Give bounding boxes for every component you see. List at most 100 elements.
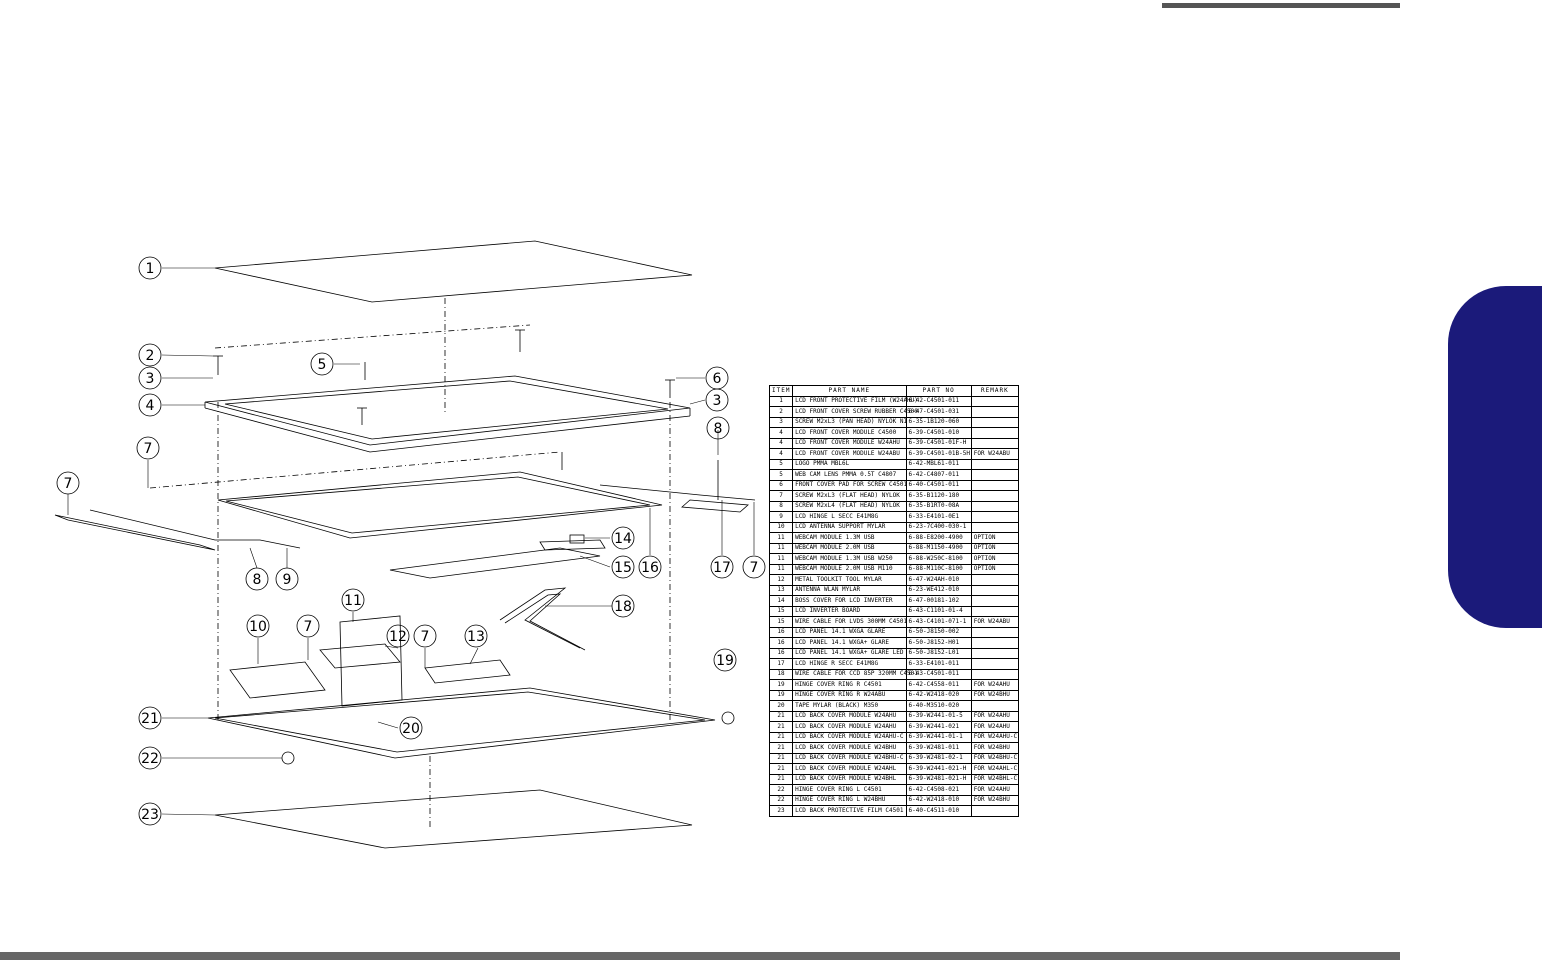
cell-part-no: 6-39-C4501-01F-H xyxy=(905,437,972,449)
table-header-row: ITEM PART NAME PART NO REMARK xyxy=(768,385,1020,397)
cell-part-no: 6-50-J8152-L01 xyxy=(905,647,972,659)
cell-remark xyxy=(970,805,1020,817)
cell-item: 7 xyxy=(768,490,794,502)
cell-item: 4 xyxy=(768,448,794,460)
callout-2: 2 xyxy=(146,348,155,364)
cell-remark xyxy=(970,479,1020,491)
cell-remark xyxy=(970,406,1020,418)
cell-part-name: LCD BACK COVER MODULE W24AHL xyxy=(792,763,907,775)
cell-remark: FOR W24AHU-C xyxy=(970,731,1020,743)
cell-remark xyxy=(970,574,1020,586)
cell-part-name: LCD INVERTER BOARD xyxy=(792,605,907,617)
cell-part-no: 6-33-E4101-011 xyxy=(905,658,972,670)
cell-remark: FOR W24AHU xyxy=(970,679,1020,691)
cell-part-no: 6-39-W2481-021-H xyxy=(905,773,972,785)
cell-part-no: 6-39-W2441-021-H xyxy=(905,763,972,775)
callout-7-lower: 7 xyxy=(304,619,313,635)
callout-7-right: 7 xyxy=(750,560,759,576)
cell-remark: OPTION xyxy=(970,553,1020,565)
cell-item: 22 xyxy=(768,794,794,806)
cell-part-name: LCD HINGE L SECC E41M8G xyxy=(792,511,907,523)
cell-remark xyxy=(970,458,1020,470)
callout-7-top: 7 xyxy=(144,441,153,457)
cell-item: 11 xyxy=(768,532,794,544)
cell-part-no: 6-43-C4101-071-1 xyxy=(905,616,972,628)
cell-remark: FOR W24AHU xyxy=(970,710,1020,722)
lcd-front-cover xyxy=(204,375,691,453)
cell-part-no: 6-39-W2481-02-1 xyxy=(905,752,972,764)
cell-part-name: LCD BACK COVER MODULE W24BHU-C xyxy=(792,752,907,764)
cell-remark xyxy=(970,605,1020,617)
cell-remark xyxy=(970,427,1020,439)
cell-part-no: 6-47-00181-102 xyxy=(905,595,972,607)
cell-remark: FOR W24BHU xyxy=(970,689,1020,701)
cell-part-name: WEBCAM MODULE 2.0M USB M110 xyxy=(792,563,907,575)
screws-top xyxy=(213,329,675,425)
cell-remark xyxy=(970,626,1020,638)
cell-part-name: LCD ANTENNA SUPPORT MYLAR xyxy=(792,521,907,533)
cell-part-no: 6-35-B1120-180 xyxy=(905,490,972,502)
callout-14: 14 xyxy=(614,531,632,547)
cell-item: 21 xyxy=(768,731,794,743)
cell-item: 4 xyxy=(768,427,794,439)
cell-part-no: 6-39-W2441-01-5 xyxy=(905,710,972,722)
cell-remark: FOR W24BHU-C xyxy=(970,752,1020,764)
cell-part-name: LCD BACK COVER MODULE W24BHL xyxy=(792,773,907,785)
cell-remark: FOR W24AHL-C xyxy=(970,763,1020,775)
lcd-back-cover xyxy=(207,687,716,759)
top-header-rule xyxy=(1162,3,1400,8)
cell-item: 21 xyxy=(768,763,794,775)
cell-remark xyxy=(970,584,1020,596)
callout-6: 6 xyxy=(713,371,722,387)
cell-item: 17 xyxy=(768,658,794,670)
cell-part-name: WEBCAM MODULE 1.3M USB xyxy=(792,532,907,544)
cell-item: 6 xyxy=(768,479,794,491)
cell-part-name: TAPE MYLAR (BLACK) M350 xyxy=(792,700,907,712)
cell-remark: FOR W24BHL-C xyxy=(970,773,1020,785)
callout-21: 21 xyxy=(141,711,159,727)
cell-part-name: SCREW M2xL3 (FLAT HEAD) NYLOK xyxy=(792,490,907,502)
hinges xyxy=(54,452,756,551)
cell-part-no: 6-50-J8150-002 xyxy=(905,626,972,638)
cell-item: 16 xyxy=(768,637,794,649)
cell-part-no: 6-47-W24AH-010 xyxy=(905,574,972,586)
cell-part-name: LCD PANEL 14.1 WXGA+ GLARE LED xyxy=(792,647,907,659)
cell-part-no: 6-35-B1RT0-08A xyxy=(905,500,972,512)
callout-4: 4 xyxy=(146,398,155,414)
cell-remark: OPTION xyxy=(970,563,1020,575)
cell-part-no: 6-88-W250C-8100 xyxy=(905,553,972,565)
cell-remark xyxy=(970,416,1020,428)
cell-part-name: LCD FRONT COVER MODULE C4500 xyxy=(792,427,907,439)
cell-remark xyxy=(970,500,1020,512)
cell-item: 21 xyxy=(768,710,794,722)
cell-part-name: SCREW M2xL4 (FLAT HEAD) NYLOK xyxy=(792,500,907,512)
cell-item: 5 xyxy=(768,458,794,470)
cell-item: 3 xyxy=(768,416,794,428)
callout-15: 15 xyxy=(614,560,632,576)
cell-item: 15 xyxy=(768,605,794,617)
cell-item: 21 xyxy=(768,773,794,785)
cell-item: 13 xyxy=(768,584,794,596)
cell-item: 15 xyxy=(768,616,794,628)
cell-remark xyxy=(970,647,1020,659)
cell-part-no: 6-23-7C400-030-1 xyxy=(905,521,972,533)
callout-19: 19 xyxy=(716,653,734,669)
cell-item: 20 xyxy=(768,700,794,712)
cell-item: 5 xyxy=(768,469,794,481)
alignment-axes xyxy=(149,298,671,830)
cell-part-no: 6-39-C4501-01B-5H xyxy=(905,448,972,460)
callout-1: 1 xyxy=(146,261,155,277)
header-remark: REMARK xyxy=(970,385,1020,397)
